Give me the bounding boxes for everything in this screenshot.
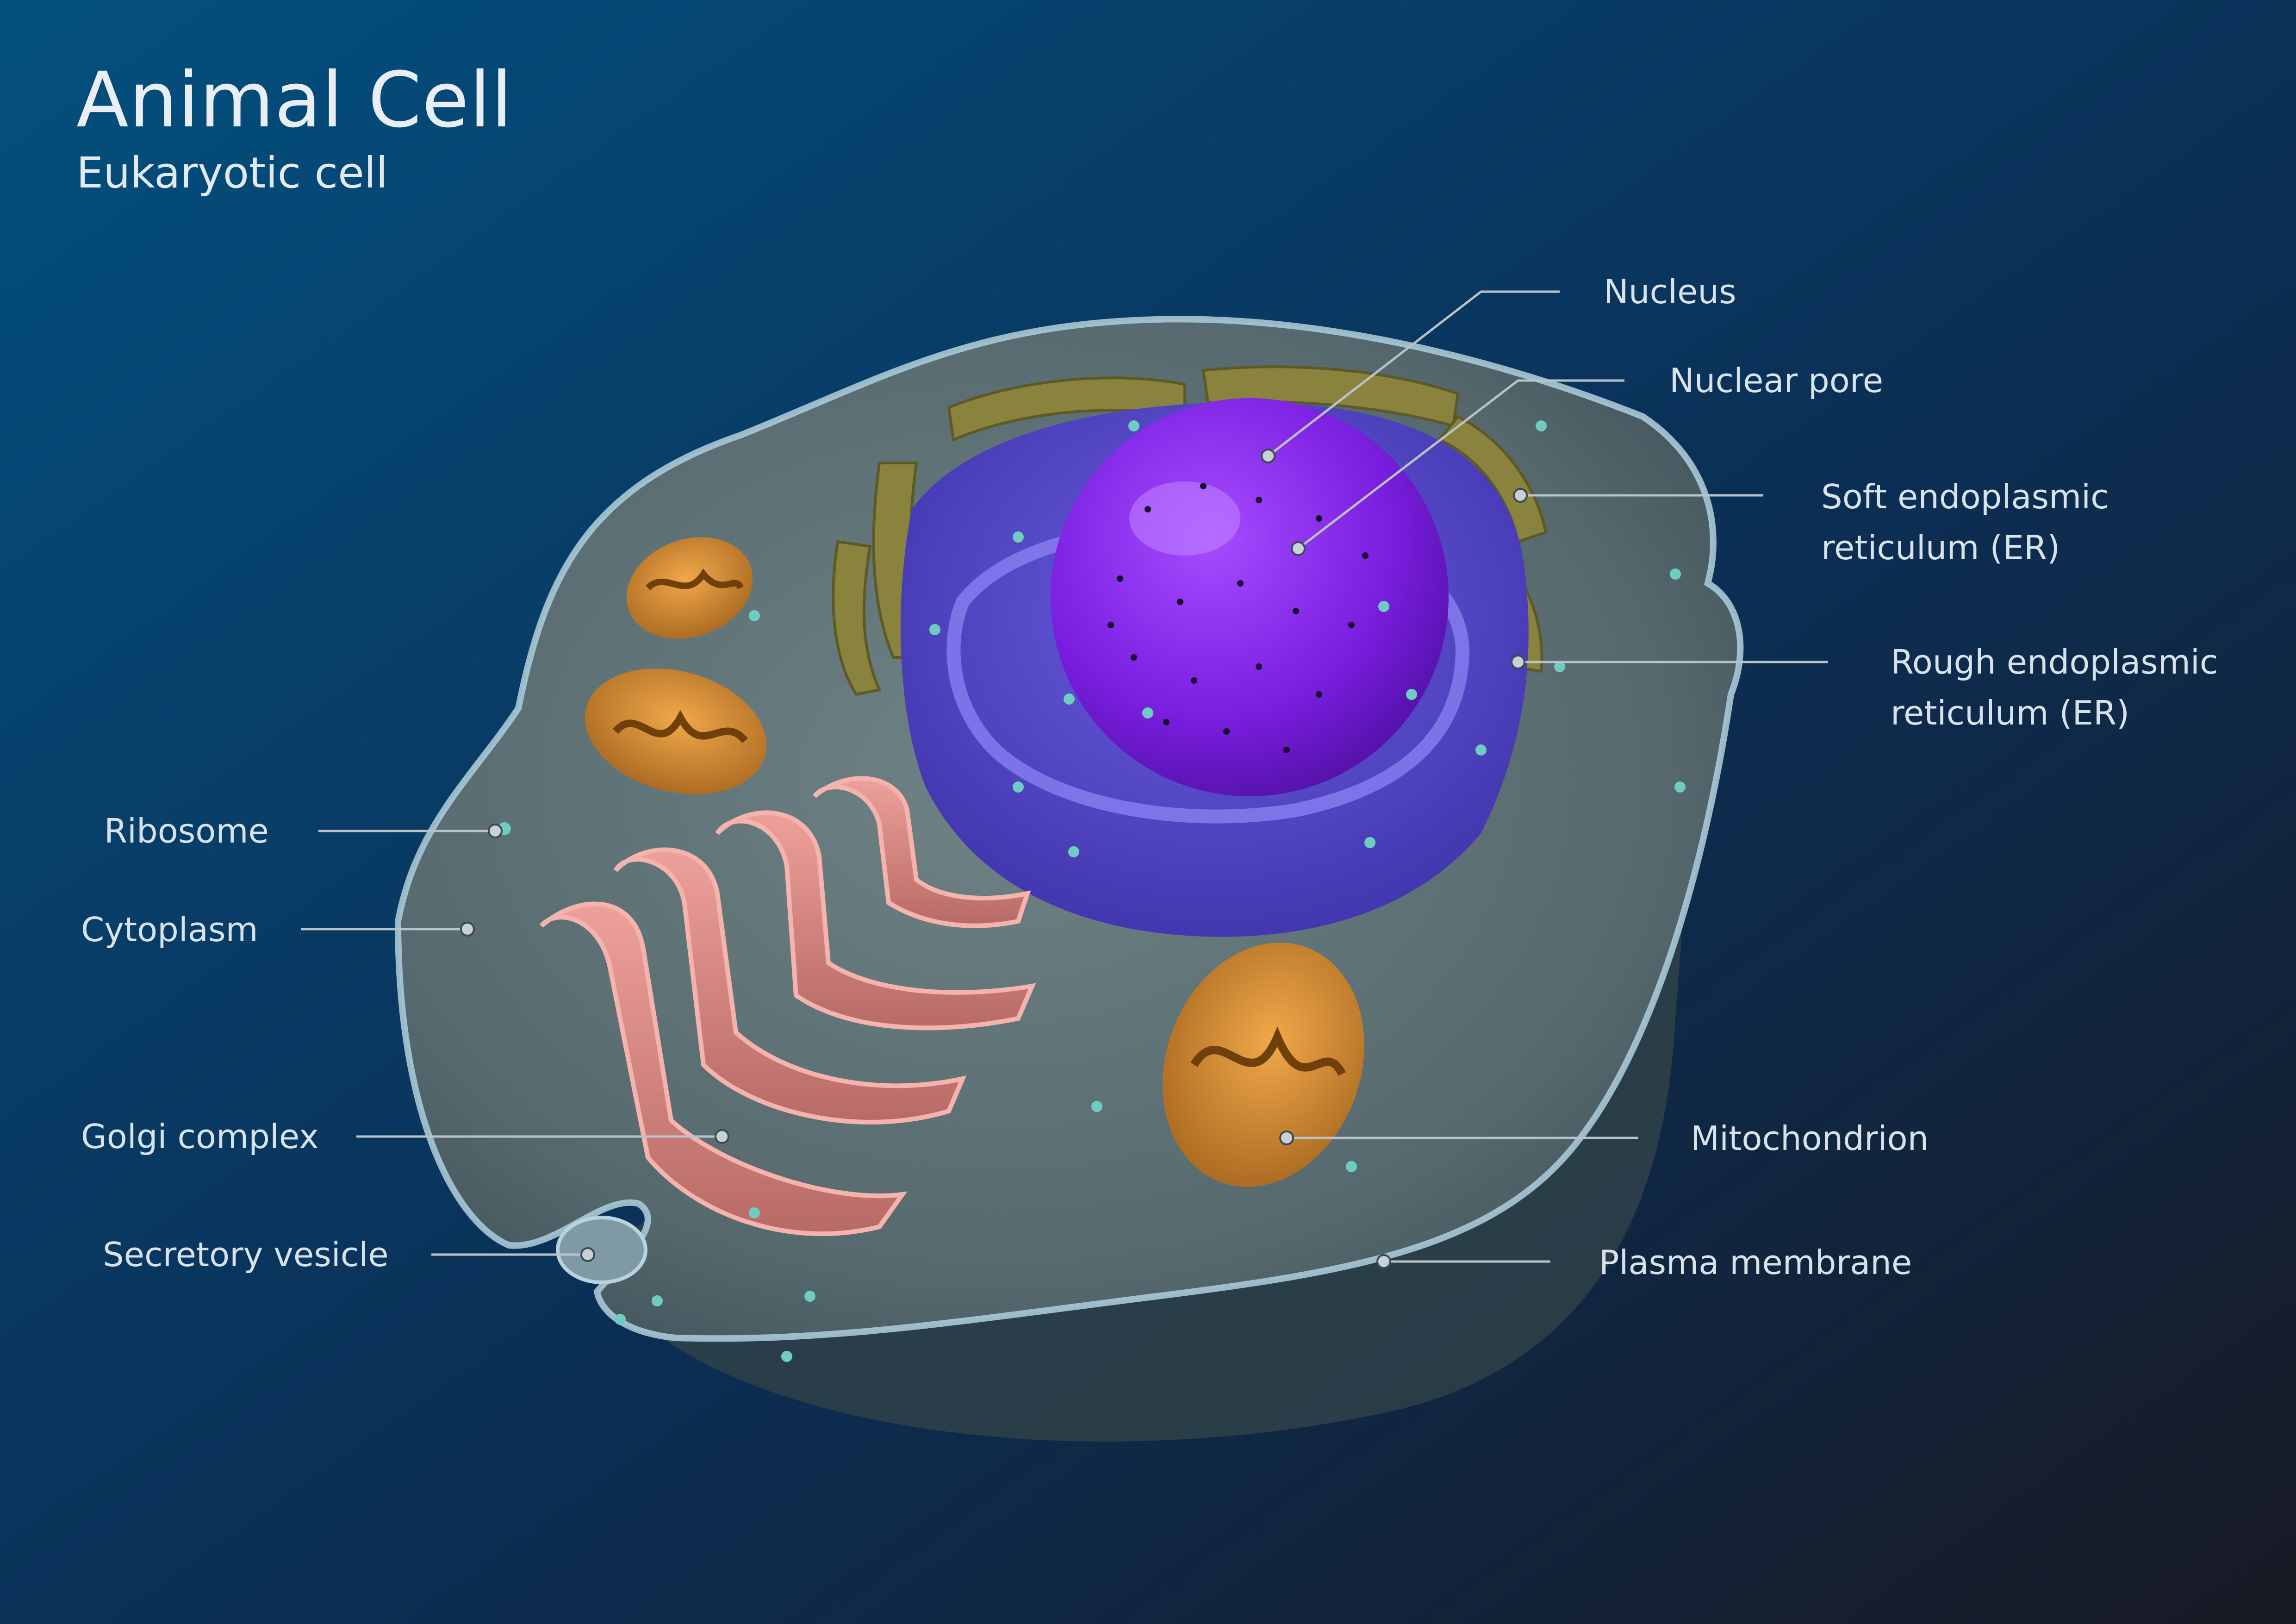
golgi-complex <box>540 776 1036 1237</box>
leader-dots <box>460 449 1528 1269</box>
label-golgi-complex: Golgi complex <box>81 1117 319 1156</box>
label-plasma-membrane: Plasma membrane <box>1599 1243 1912 1282</box>
label-nucleus: Nucleus <box>1604 272 1736 311</box>
label-rough-er: Rough endoplasmic reticulum (ER) <box>1891 637 2218 738</box>
mitochondrion-2 <box>585 668 767 794</box>
label-rough-er-line1: Rough endoplasmic <box>1891 643 2218 681</box>
label-nuclear-pore: Nuclear pore <box>1669 361 1884 400</box>
nuclear-pores <box>1108 483 1369 753</box>
label-soft-er-line1: Soft endoplasmic <box>1821 477 2109 516</box>
label-soft-er: Soft endoplasmic reticulum (ER) <box>1821 471 2109 573</box>
ribosomes <box>498 420 1686 1362</box>
label-mitochondrion: Mitochondrion <box>1691 1119 1929 1158</box>
label-cytoplasm: Cytoplasm <box>81 910 258 949</box>
mitochondrion-3 <box>1163 943 1364 1187</box>
page-subtitle: Eukaryotic cell <box>76 148 388 198</box>
label-soft-er-line2: reticulum (ER) <box>1821 528 2060 567</box>
label-rough-er-line2: reticulum (ER) <box>1891 693 2130 732</box>
page-title: Animal Cell <box>76 56 513 144</box>
secretory-vesicle <box>556 1216 647 1284</box>
mitochondrion-1 <box>626 537 753 639</box>
label-secretory-vesicle: Secretory vesicle <box>103 1235 389 1274</box>
label-ribosome: Ribosome <box>104 812 269 850</box>
leader-lines <box>301 290 1828 1263</box>
nucleus-sphere <box>1051 398 1449 796</box>
